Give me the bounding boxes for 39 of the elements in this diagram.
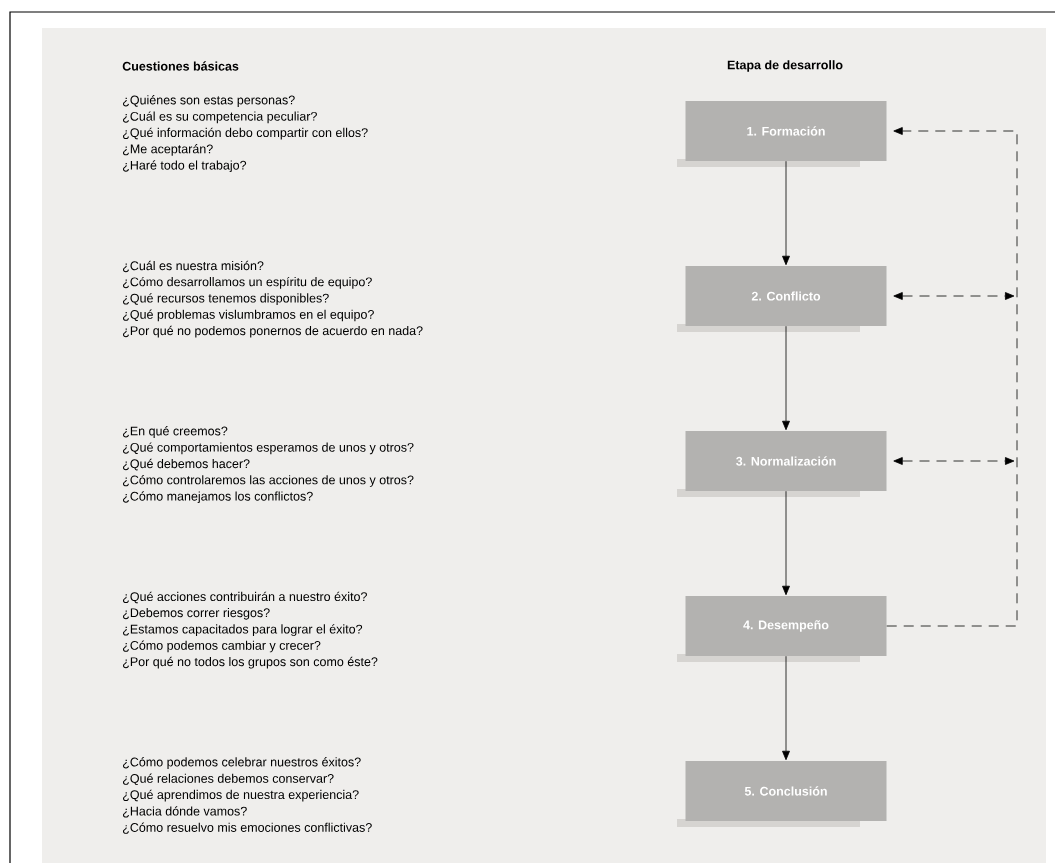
- arrow: [782, 325, 790, 431]
- question-text: ¿Cómo podemos cambiar y crecer?: [123, 640, 321, 653]
- column-heading: Etapa de desarrollo: [727, 60, 843, 72]
- question-text: ¿Qué problemas vislumbramos en el equipo?: [123, 309, 374, 322]
- question-text: ¿Me aceptarán?: [123, 144, 213, 156]
- arrow: [782, 490, 790, 596]
- question-text: ¿Cómo controlaremos las acciones de unos y otros?: [123, 475, 414, 487]
- question-text: ¿Por qué no todos los grupos son como éste?: [123, 656, 378, 669]
- feedback-arrow: [893, 457, 1015, 465]
- question-text: ¿Qué comportamientos esperamos de unos y otros?: [123, 442, 414, 455]
- question-text: ¿Quiénes son estas personas?: [123, 95, 295, 107]
- question-text: ¿Cómo manejamos los conflictos?: [123, 491, 313, 504]
- question-text: ¿Qué relaciones debemos conservar?: [123, 773, 334, 786]
- stage-box: 1. Formación: [677, 101, 887, 167]
- question-text: ¿Haré todo el trabajo?: [123, 160, 247, 173]
- question-text: ¿En qué creemos?: [123, 426, 228, 438]
- arrow: [782, 160, 790, 266]
- question-text: ¿Cuál es nuestra misión?: [123, 260, 264, 273]
- feedback-arrow: [886, 127, 1018, 627]
- question-text: ¿Cómo podemos celebrar nuestros éxitos?: [123, 757, 361, 769]
- stage-box: 4. Desempeño: [677, 596, 887, 662]
- column-heading: Cuestiones básicas: [122, 61, 239, 71]
- stage-box: 2. Conflicto: [677, 266, 887, 332]
- question-text: ¿Qué acciones contribuirán a nuestro éxito?: [123, 591, 367, 604]
- question-text: ¿Por qué no podemos ponernos de acuerdo en nada?: [123, 325, 423, 338]
- arrow: [782, 655, 790, 761]
- question-text: ¿Qué información debo compartir con ellos?: [123, 127, 368, 140]
- question-text: ¿Qué recursos tenemos disponibles?: [123, 293, 329, 305]
- question-text: ¿Debemos correr riesgos?: [123, 608, 270, 620]
- stage-box: 3. Normalización: [677, 431, 887, 497]
- question-text: ¿Cómo resuelvo mis emociones conflictivas?: [123, 822, 372, 834]
- question-text: ¿Cuál es su competencia peculiar?: [123, 111, 317, 124]
- question-text: ¿Qué debemos hacer?: [123, 458, 250, 471]
- question-text: ¿Estamos capacitados para lograr el éxito?: [123, 624, 363, 636]
- question-text: ¿Cómo desarrollamos un espíritu de equipo?: [123, 276, 372, 289]
- question-text: ¿Hacia dónde vamos?: [123, 806, 247, 818]
- feedback-arrow: [893, 292, 1015, 300]
- question-text: ¿Qué aprendimos de nuestra experiencia?: [123, 789, 359, 802]
- stage-box: 5. Conclusión: [677, 761, 887, 827]
